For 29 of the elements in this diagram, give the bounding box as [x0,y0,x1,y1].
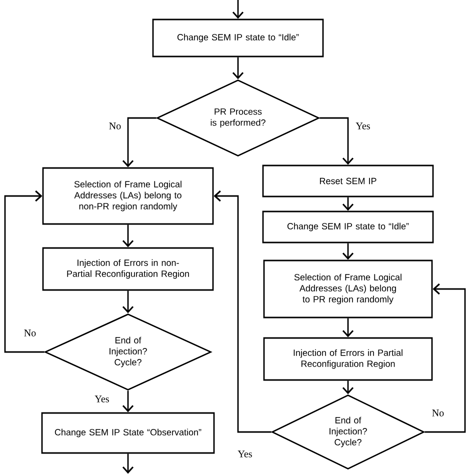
arrow [122,454,134,474]
arrow [122,390,134,412]
process-box: Reset SEM IP [262,164,434,198]
edge-label: No [22,328,38,338]
arrow [122,290,134,314]
arrow [342,197,354,211]
edge-label: No [430,408,446,418]
edge-label: No [108,122,122,130]
process-box: Change SEM IP State “Observation” [41,412,215,454]
edge-label: Yes [94,394,110,404]
process-box: Injection of Errors in non-Partial Reconfiguration Region [42,247,214,291]
arrow [214,190,272,433]
process-box: Change SEM IP state to “Idle” [262,210,434,244]
arrow [320,117,354,165]
process-box: Selection of Frame Logical Addresses (LAs) belong to non-PR region randomly [42,167,214,225]
edge-label: Yes [354,122,372,130]
edge-label: Yes [236,450,254,458]
process-box: Selection of Frame Logical Addresses (LAs) belong to PR region randomly [263,260,433,318]
arrow [4,190,44,353]
process-box: Change SEM IP state to “Idle” [152,18,324,58]
arrow [232,57,244,80]
arrow [342,243,354,260]
arrow [342,318,354,338]
arrow [122,224,134,248]
arrow [424,283,466,433]
process-box: Injection of Errors in Partial Reconfiguration Region [263,337,433,381]
arrow [342,380,354,394]
arrow [232,0,244,19]
arrow [122,117,156,168]
